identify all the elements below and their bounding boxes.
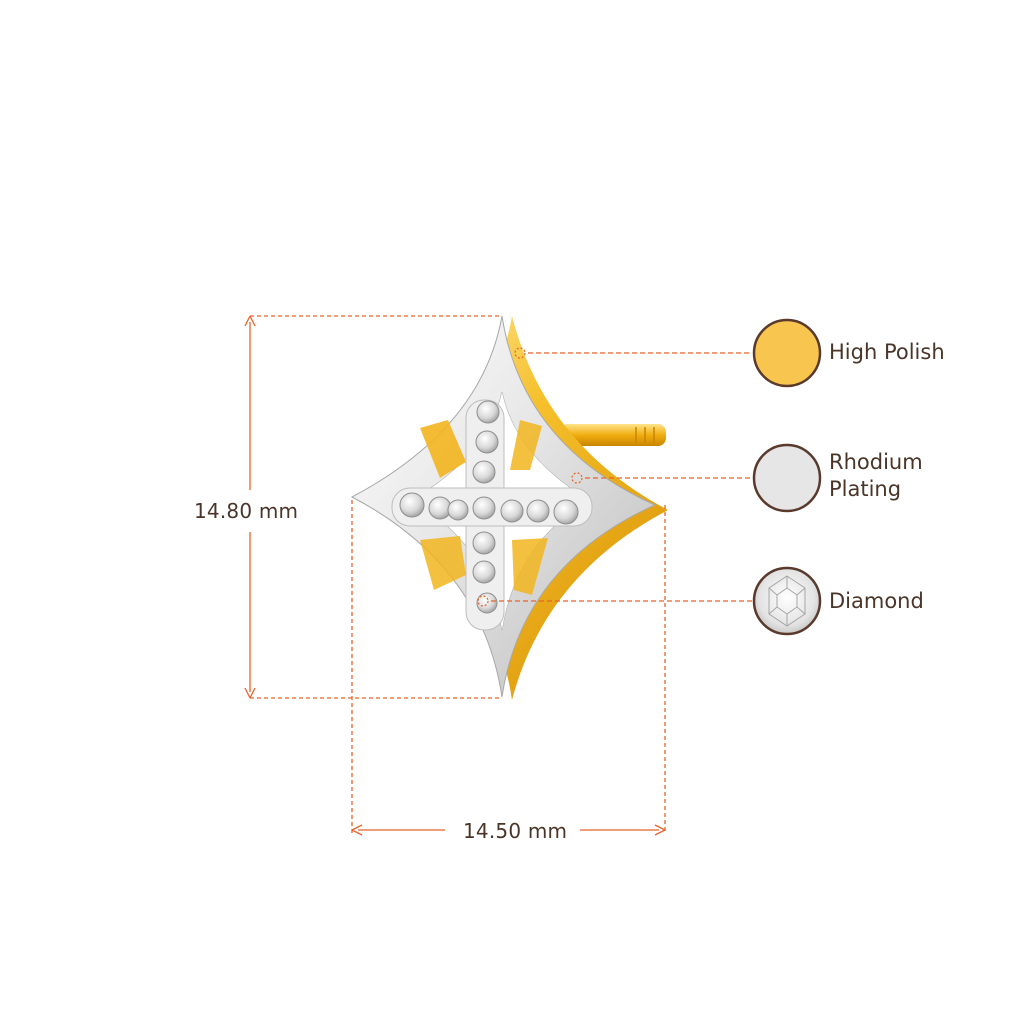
legend-label-high-polish: High Polish bbox=[829, 340, 945, 364]
height-dimension bbox=[244, 315, 500, 699]
height-dimension-label: 14.80 mm bbox=[194, 499, 299, 523]
round-diamond-icon bbox=[752, 566, 822, 636]
leader-high-polish bbox=[514, 347, 752, 359]
legend-diamond: Diamond bbox=[829, 588, 924, 615]
legend-label-diamond: Diamond bbox=[829, 589, 924, 613]
leader-diamond bbox=[477, 595, 752, 607]
width-dimension bbox=[351, 500, 666, 836]
earring-stud-cross-diamond-icon bbox=[350, 315, 668, 700]
legend-label-rhodium-plating: Rhodium Plating bbox=[829, 450, 923, 501]
swatch-high-polish bbox=[752, 318, 822, 388]
legend-rhodium-plating: Rhodium Plating bbox=[829, 449, 923, 503]
swatch-rhodium-plating bbox=[752, 443, 822, 513]
leader-rhodium-plating bbox=[571, 472, 752, 484]
legend-high-polish: High Polish bbox=[829, 339, 945, 366]
width-dimension-label: 14.50 mm bbox=[455, 819, 576, 843]
